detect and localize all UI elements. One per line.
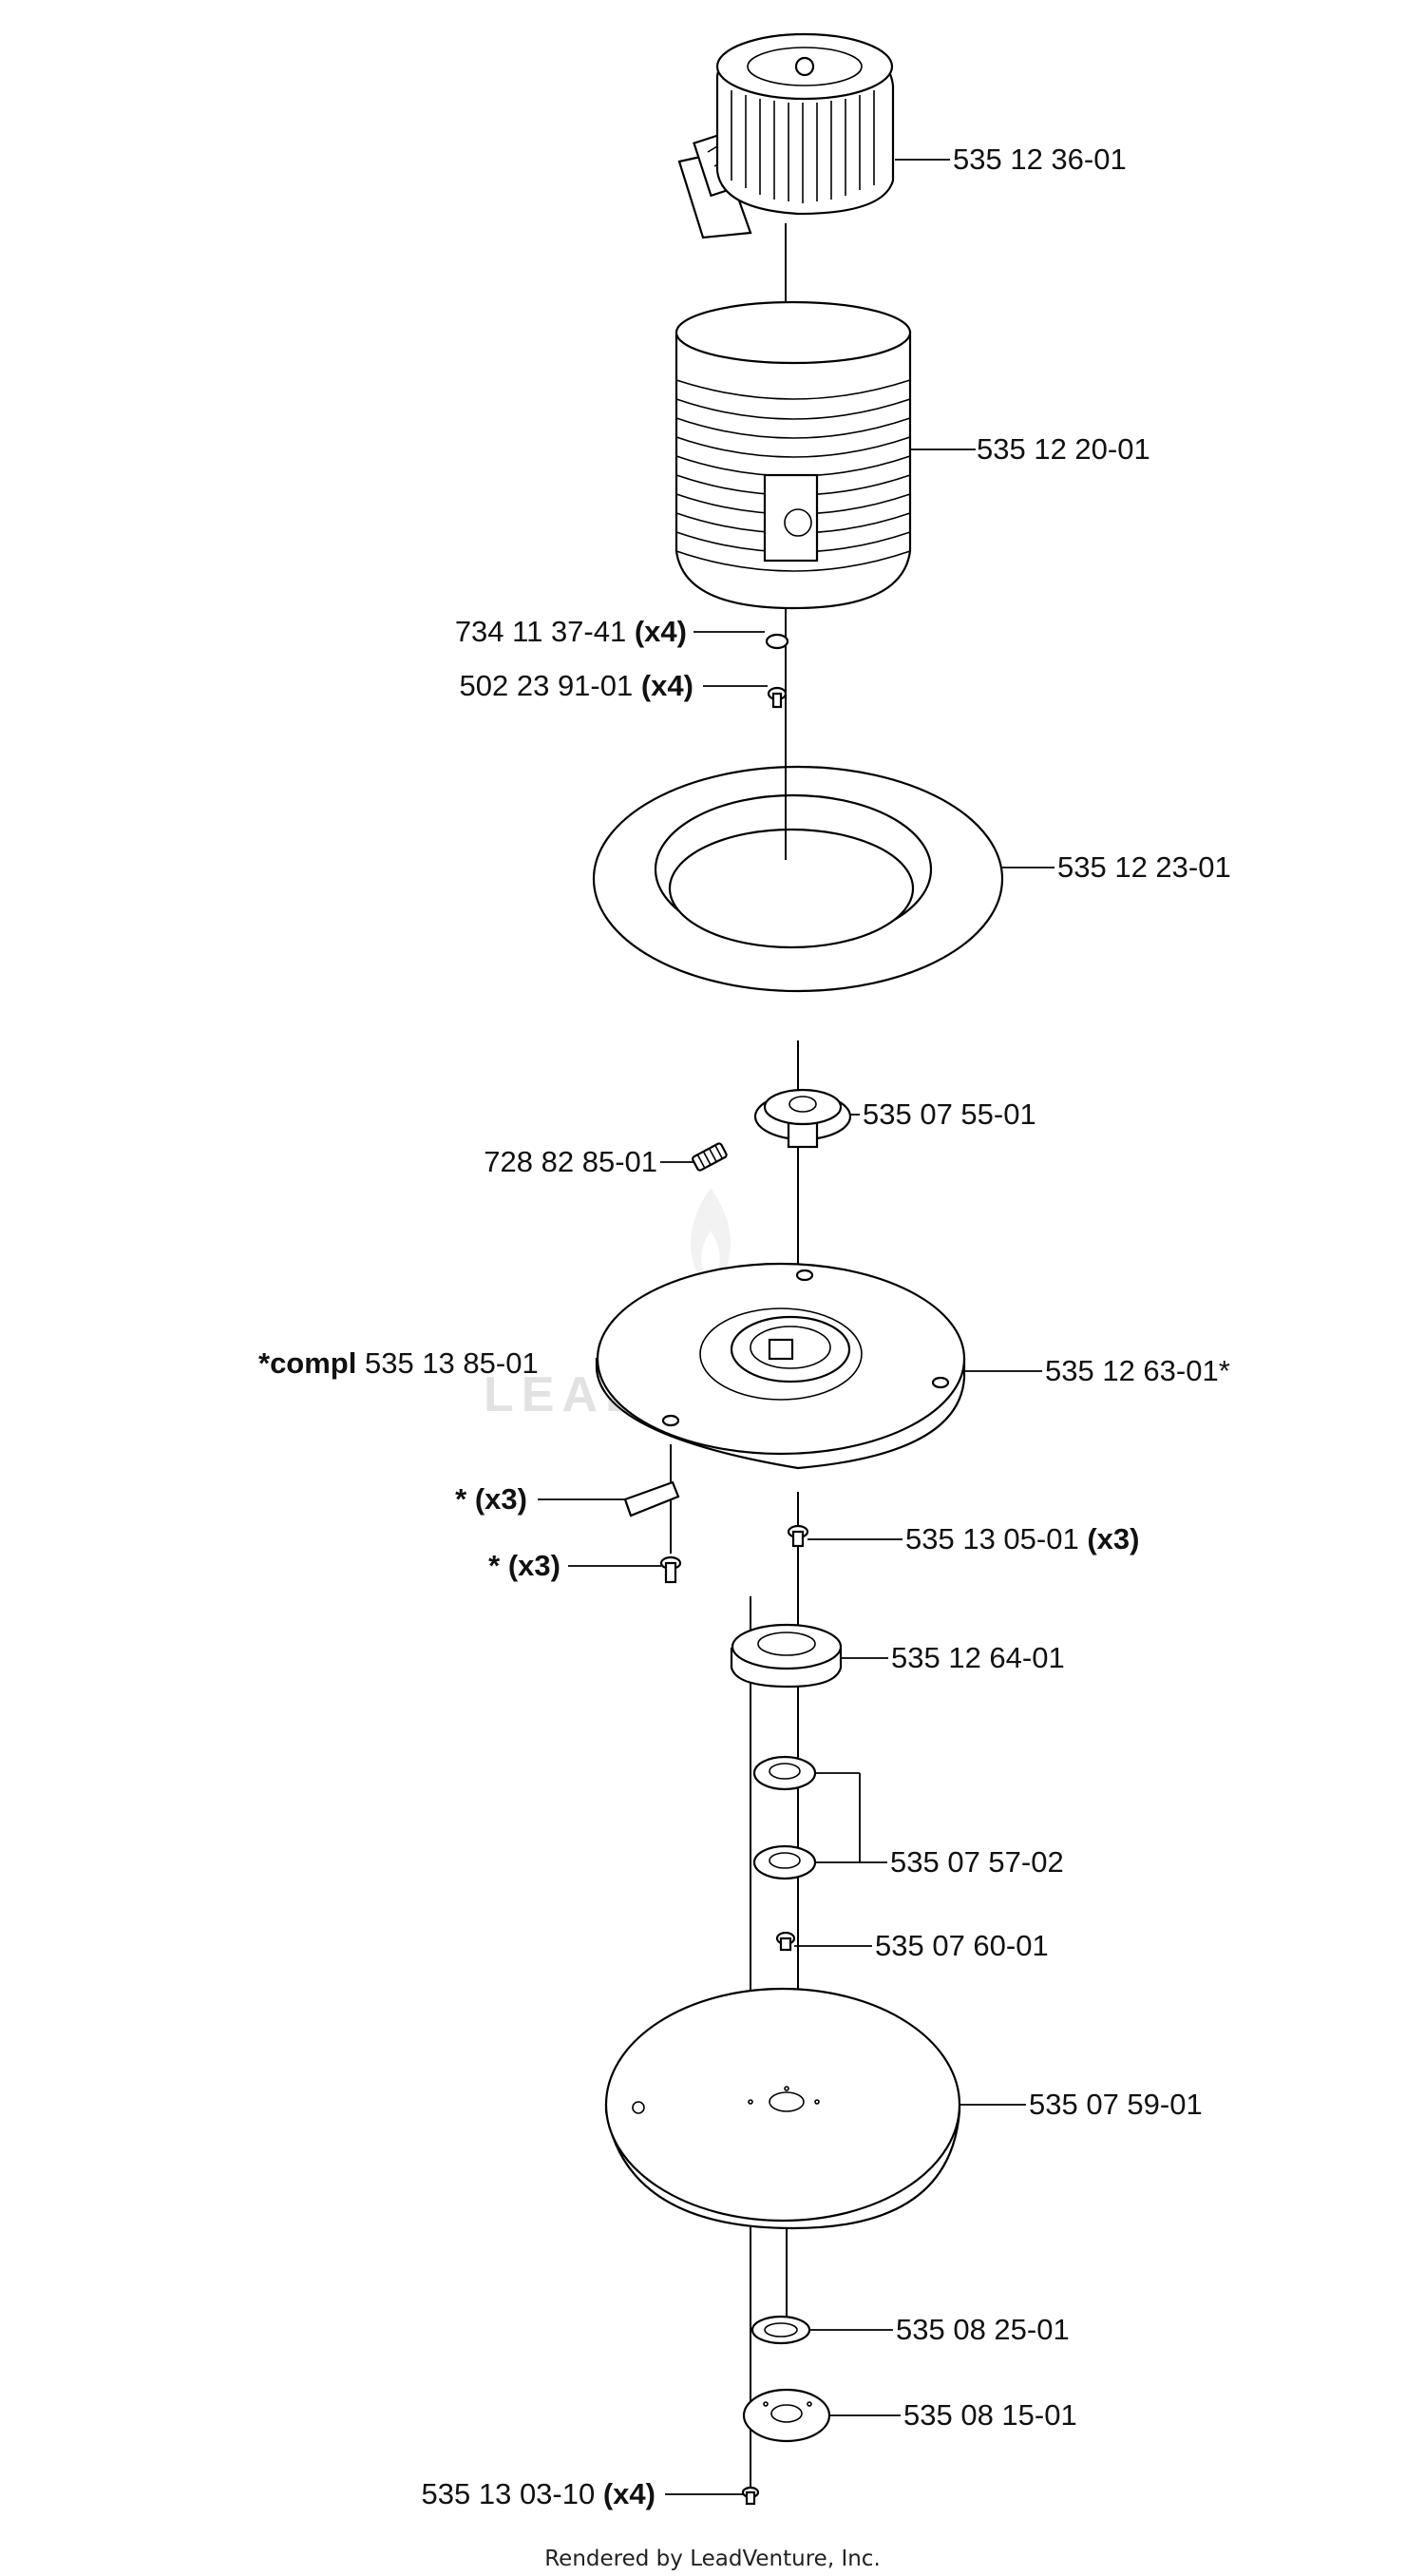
label-535-13-05-01-qty: (x3) xyxy=(1087,1522,1139,1555)
footer-credit: Rendered by LeadVenture, Inc. xyxy=(544,2547,881,2571)
label-535-08-15-01: 535 08 15-01 xyxy=(903,2398,1077,2432)
hub-screw-part xyxy=(741,2486,760,2506)
label-535-12-23-01: 535 12 23-01 xyxy=(1057,850,1231,884)
set-screw-part xyxy=(692,1142,728,1172)
label-compl-535-13-85-01: *compl 535 13 85-01 xyxy=(258,1346,539,1380)
plate-screw-part xyxy=(787,1524,809,1548)
label-535-13-03-10-number: 535 13 03-10 xyxy=(422,2477,596,2510)
label-535-13-03-10-qty: (x4) xyxy=(603,2477,656,2510)
leader-lines xyxy=(538,159,1054,2495)
label-502-23-91-01-number: 502 23 91-01 xyxy=(460,669,634,702)
label-535-08-25-01: 535 08 25-01 xyxy=(896,2313,1070,2346)
label-star-screw-mark: * xyxy=(488,1549,501,1582)
washer-part xyxy=(765,633,789,650)
motor-part xyxy=(677,32,895,239)
label-535-12-20-01: 535 12 20-01 xyxy=(977,432,1150,466)
bearing-part-lower xyxy=(752,1844,817,1880)
label-535-07-55-01: 535 07 55-01 xyxy=(863,1097,1036,1131)
small-plate-part xyxy=(623,1480,680,1517)
disc-washer-part xyxy=(750,2315,811,2345)
hub-part xyxy=(753,1088,852,1149)
label-535-13-03-10: 535 13 03-10 (x4) xyxy=(422,2477,656,2510)
label-star-screw-qty: (x3) xyxy=(508,1549,560,1582)
label-502-23-91-01: 502 23 91-01 (x4) xyxy=(460,669,694,702)
screw-part xyxy=(767,686,788,709)
label-502-23-91-01-qty: (x4) xyxy=(641,669,694,702)
label-535-07-59-01: 535 07 59-01 xyxy=(1029,2088,1203,2121)
label-535-12-63-01: 535 12 63-01* xyxy=(1045,1354,1230,1387)
bearing-part-upper xyxy=(752,1755,817,1791)
label-535-13-05-01-number: 535 13 05-01 xyxy=(905,1522,1079,1555)
label-535-07-57-02: 535 07 57-02 xyxy=(890,1845,1064,1879)
label-734-11-37-41-qty: (x4) xyxy=(635,615,687,648)
label-734-11-37-41-number: 734 11 37-41 xyxy=(455,615,626,648)
label-star-plate-mark: * xyxy=(455,1482,467,1516)
label-535-13-05-01: 535 13 05-01 (x3) xyxy=(905,1522,1139,1555)
label-star-plate: * (x3) xyxy=(455,1482,527,1516)
label-535-07-60-01: 535 07 60-01 xyxy=(875,1929,1049,1962)
shaft-screw-part xyxy=(775,1931,796,1952)
label-535-12-36-01: 535 12 36-01 xyxy=(953,143,1127,176)
hub-plate-part xyxy=(742,2388,831,2443)
bearing-housing-part xyxy=(730,1623,843,1689)
label-compl-number: 535 13 85-01 xyxy=(365,1346,539,1380)
label-535-12-64-01: 535 12 64-01 xyxy=(891,1641,1065,1674)
motor-plate-part xyxy=(595,1262,966,1470)
label-734-11-37-41: 734 11 37-41 (x4) xyxy=(455,615,687,648)
blade-disc-part xyxy=(604,1987,961,2230)
label-728-82-85-01: 728 82 85-01 xyxy=(484,1145,657,1178)
label-compl-prefix: *compl xyxy=(258,1346,356,1380)
housing-part xyxy=(674,300,912,610)
flange-ring-part xyxy=(592,722,1004,993)
label-star-plate-qty: (x3) xyxy=(475,1482,527,1516)
label-star-screw: * (x3) xyxy=(488,1549,560,1582)
small-screw-part xyxy=(659,1555,682,1584)
